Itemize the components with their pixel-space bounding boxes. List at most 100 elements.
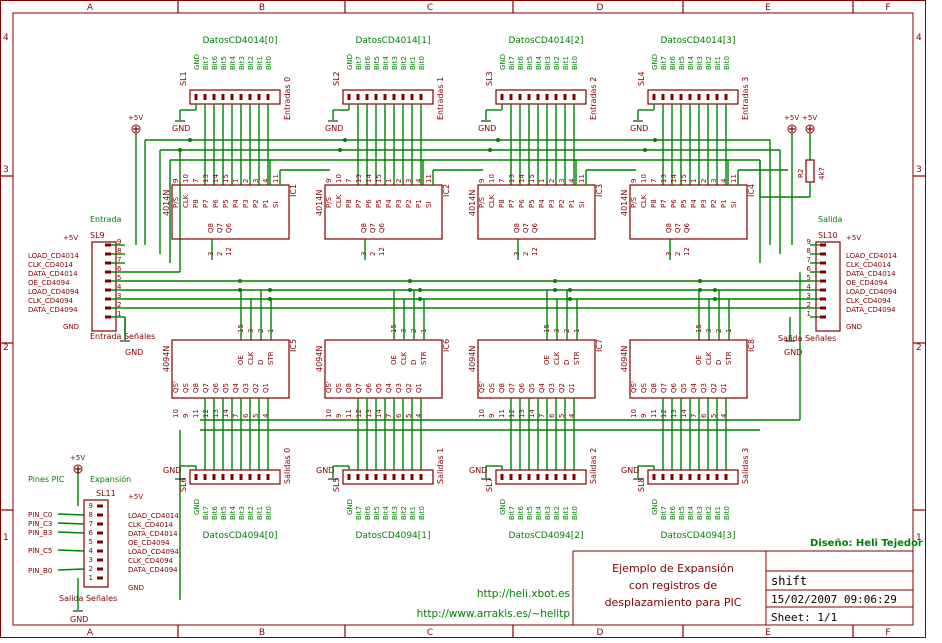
ic-pin-label: P3	[242, 199, 250, 208]
ic-pin-label: P2	[252, 199, 260, 208]
ic-pin-label: Q1	[720, 383, 728, 393]
connector-pin-number: 6	[117, 265, 122, 273]
ic-pin-label: Q8	[345, 383, 353, 393]
ic-pin-number: 14	[518, 174, 526, 183]
ic-pin-label: QS'	[478, 381, 486, 393]
pin-label-bit: Bit1	[714, 56, 722, 70]
ic-pin-label: Q4	[385, 382, 393, 393]
connector-pin-number: 4	[89, 547, 94, 555]
connector-pin	[230, 94, 234, 100]
ic-pin-number: 15	[680, 174, 688, 183]
ic-pin-label: Q6	[225, 222, 233, 233]
ic-pin-label: Q7	[369, 223, 377, 233]
pin-label-bit: Bit0	[571, 56, 579, 70]
connector-pin	[820, 279, 826, 283]
connector-pin-number: 6	[89, 529, 94, 537]
ic-pin-label: Q6	[365, 382, 373, 393]
ic-pin-number: 13	[212, 409, 220, 418]
pin-label-bit: Bit5	[526, 56, 534, 70]
connector-pin	[563, 474, 567, 480]
url-heli[interactable]: http://heli.xbot.es	[477, 588, 570, 600]
ic-pin-number: 7	[498, 179, 506, 183]
ic-pin-label: P/S	[630, 196, 638, 208]
ic-pin-number: 3	[710, 179, 718, 183]
connector-pin	[724, 474, 728, 480]
block-4094-2: 4094NIC7OE15CLK3D2STR1QS'10QS9Q811Q712Q6…	[468, 290, 604, 541]
title-block: Ejemplo de Expansión con registros de de…	[417, 538, 923, 625]
wire	[57, 513, 85, 516]
ic-pin-label: QS	[488, 382, 496, 393]
pin-label-bit: Bit2	[400, 56, 408, 70]
column-label-top: C	[427, 3, 433, 13]
ic-pin-label: CLK	[553, 351, 561, 365]
junction	[343, 138, 347, 142]
salida-connector-group: SalidaSL10987654321+5VLOAD_CD4014CLK_CD4…	[778, 215, 897, 357]
signal-label: LOAD_CD4014	[846, 252, 897, 260]
ic-pin-label: P5	[222, 199, 230, 208]
ic-pin-number: 5	[710, 414, 718, 418]
connector-pin	[97, 549, 103, 553]
pin-label-bit: Bit7	[355, 56, 363, 70]
connector-pin-number: 2	[89, 565, 93, 573]
connector-pin	[706, 94, 710, 100]
connector-pin	[652, 94, 656, 100]
pin-label-bit: Bit2	[553, 56, 561, 70]
connector-pin	[545, 94, 549, 100]
pin-label-bit: Bit5	[220, 506, 228, 520]
ic-pin-label: Q8	[513, 223, 521, 233]
junction	[188, 138, 192, 142]
connector-pin	[248, 474, 252, 480]
ic-pin-number: 11	[272, 174, 280, 183]
connector-pin	[97, 540, 103, 544]
ic-pin-number: 3	[558, 179, 566, 183]
pin-label-bit: Bit7	[508, 56, 516, 70]
connector-pin	[572, 94, 576, 100]
signal-label: CLK_CD4094	[846, 297, 892, 305]
ic-pin-number: 7	[385, 414, 393, 418]
connector-pin	[536, 474, 540, 480]
connector-pin-number: 4	[117, 283, 122, 291]
connector-pin	[563, 94, 567, 100]
connector-pin	[239, 474, 243, 480]
ic-IC4	[629, 184, 748, 240]
connector-name: SL1	[179, 71, 188, 86]
connector-pin	[194, 94, 198, 100]
connector-pin	[500, 94, 504, 100]
connector-pin	[105, 315, 111, 319]
ic-pin-number: 14	[212, 174, 220, 183]
ic-pin-label: CLK	[488, 194, 496, 208]
pin-label-bit: Bit5	[678, 56, 686, 70]
ic-pin-label: P/S	[325, 196, 333, 208]
ic-pin-label: D	[257, 360, 265, 365]
gnd-label: GND	[325, 124, 343, 133]
pin-label-bit: Bit0	[571, 506, 579, 520]
ic-pin-number: 7	[345, 179, 353, 183]
ic-pin-label: P4	[232, 199, 240, 208]
pin-label-bit: Bit1	[714, 506, 722, 520]
ic-pin-label: QS'	[172, 381, 180, 393]
url-arrakis[interactable]: http://www.arrakis.es/~helitp	[417, 608, 571, 620]
ic-pin-number: 13	[670, 409, 678, 418]
ic-pin-label: Q4	[690, 382, 698, 393]
connector-pin	[820, 243, 826, 247]
ic-pin-label: D	[563, 360, 571, 365]
pin-label-bit: Bit5	[373, 506, 381, 520]
sheet-number: Sheet: 1/1	[771, 611, 837, 624]
pin-label-bit: Bit4	[382, 56, 390, 70]
ic-pin-label: CLK	[640, 194, 648, 208]
connector-pin	[509, 474, 513, 480]
ic-pin-number: 9	[478, 179, 486, 183]
pin-label-bit: Bit3	[544, 506, 552, 520]
ic-name: IC6	[442, 339, 451, 352]
connector-SL2	[342, 89, 434, 105]
signal-label: DATA_CD4014	[846, 270, 896, 278]
ic-pin-number: 5	[405, 414, 413, 418]
ic-IC5	[171, 339, 290, 399]
connector-pin-number: 7	[89, 520, 93, 528]
connector-pin	[661, 94, 665, 100]
connector-pin	[383, 474, 387, 480]
connector-pin	[410, 474, 414, 480]
pin-label-bit: Bit0	[723, 56, 731, 70]
